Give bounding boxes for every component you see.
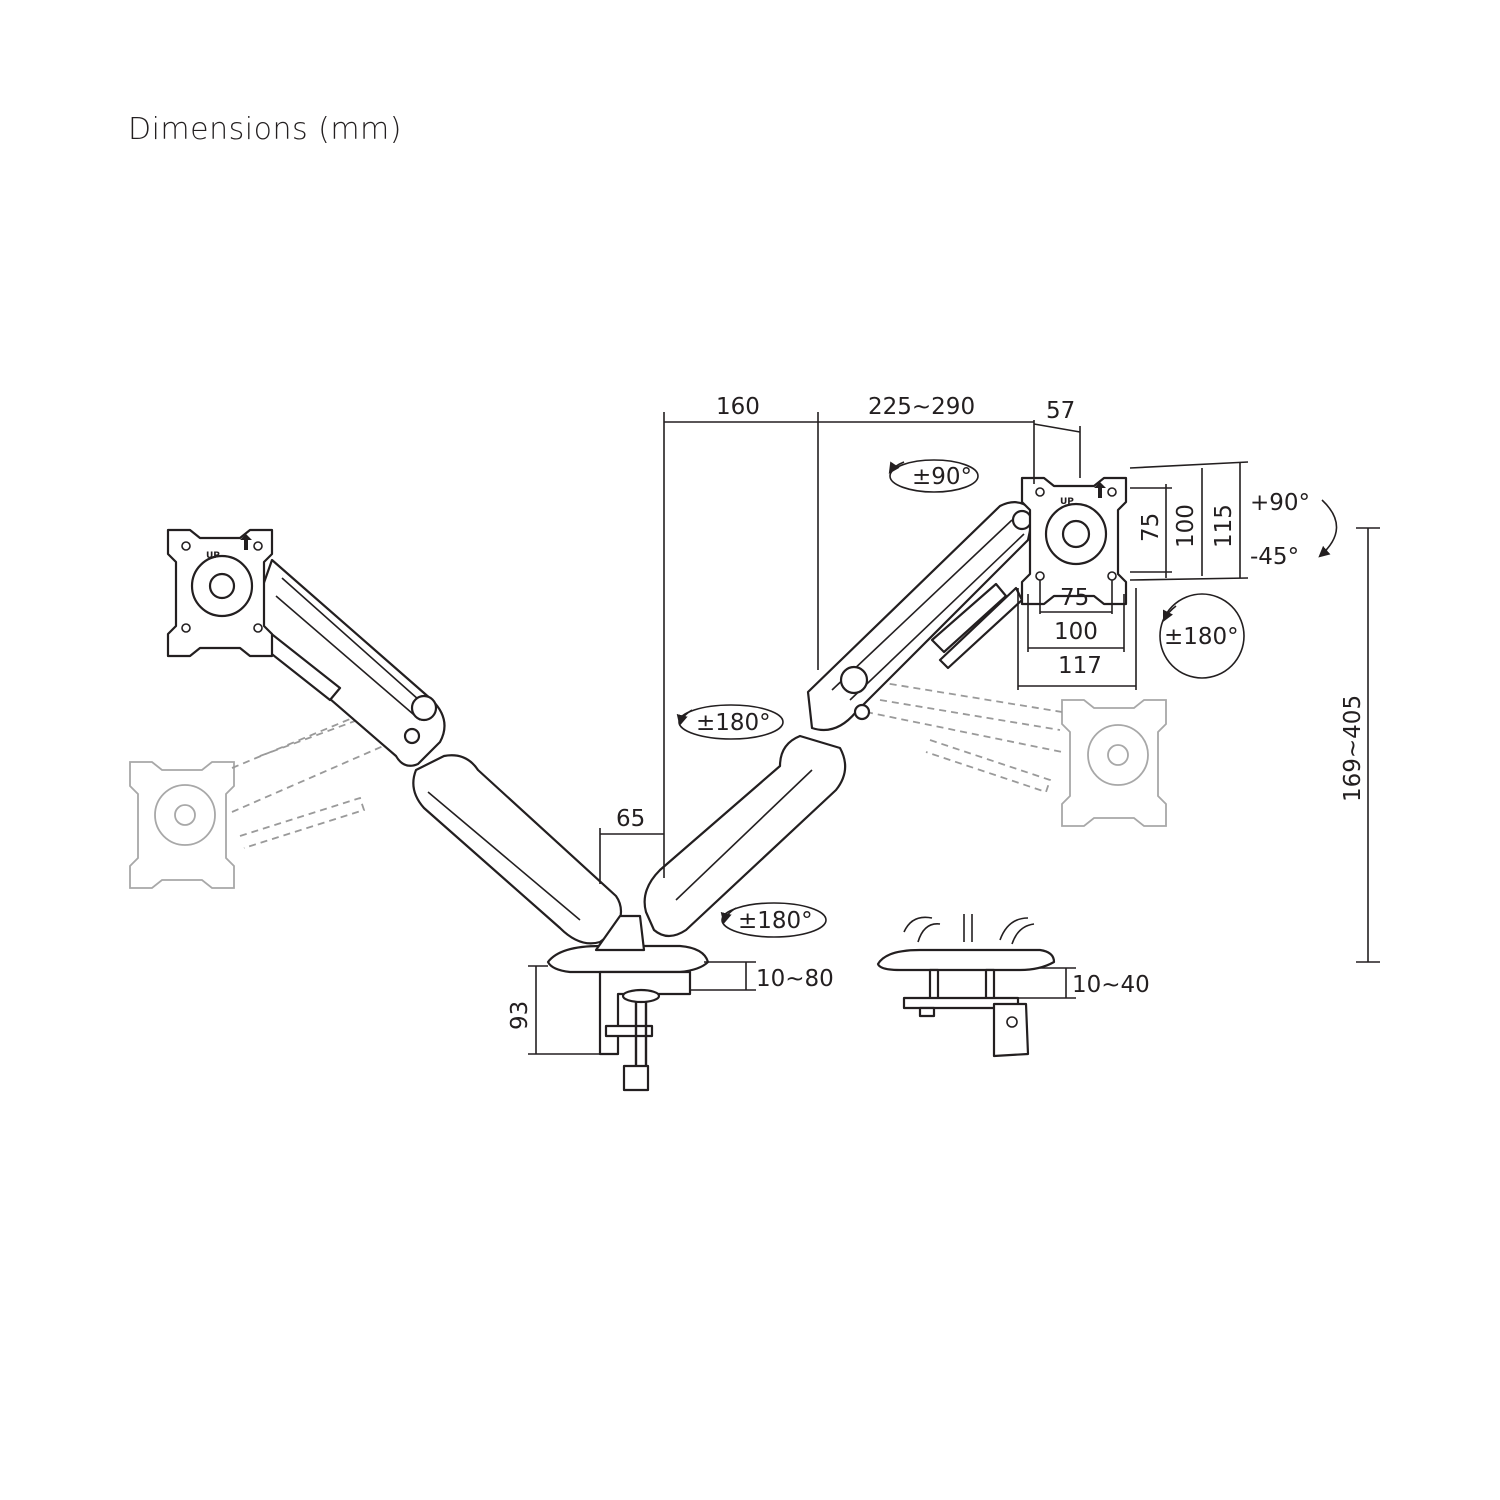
plate-up-label-right: UP	[1060, 497, 1074, 507]
dimension-labels: 160 225~290 57 75 100 115 75 100 117 65 …	[507, 394, 1366, 1030]
up-arrow-icon	[240, 534, 252, 550]
dim-100-horizontal: 100	[1054, 619, 1098, 645]
tilt-down-label: -45°	[1250, 544, 1299, 570]
dim-65: 65	[616, 806, 645, 832]
rotate-arrow-icon	[888, 461, 905, 474]
dim-115-vertical: 115	[1211, 504, 1237, 548]
clamp-base	[546, 914, 710, 1092]
dim-169-405: 169~405	[1340, 695, 1366, 802]
left-vesa-plate: UP	[166, 528, 274, 658]
dim-117-horizontal: 117	[1058, 653, 1102, 679]
swivel-base-label: ±180°	[738, 908, 813, 934]
rotate-arrow-icon	[1162, 605, 1177, 623]
dim-225-290: 225~290	[868, 394, 975, 420]
rotate-arrow-icon	[676, 709, 693, 727]
tilt-up-label: +90°	[1250, 490, 1310, 516]
page-title: Dimensions (mm)	[128, 112, 402, 147]
up-arrow-icon	[1094, 482, 1106, 498]
dim-57: 57	[1046, 398, 1075, 424]
plate-up-label: UP	[206, 551, 220, 561]
dim-100-vertical: 100	[1173, 504, 1199, 548]
right-arm	[643, 501, 1036, 938]
left-arm	[246, 558, 623, 945]
rotation-arrows	[676, 459, 1338, 938]
grommet-detail	[876, 914, 1056, 1058]
swivel-head-label: ±180°	[1164, 624, 1239, 650]
rotation-plate-label: ±90°	[912, 464, 972, 490]
dim-160: 160	[716, 394, 760, 420]
dim-75-horizontal: 75	[1060, 585, 1089, 611]
ghost-right-arm	[865, 679, 1167, 827]
dim-10-80: 10~80	[756, 966, 834, 992]
dimension-lines	[528, 412, 1380, 1055]
rotate-arrow-icon	[720, 907, 737, 925]
right-vesa-plate: UP	[1020, 476, 1128, 606]
swivel-arm-label: ±180°	[696, 710, 771, 736]
ghost-left-arm	[129, 689, 421, 889]
dim-93: 93	[507, 1001, 533, 1030]
dim-75-vertical: 75	[1138, 513, 1164, 542]
dim-10-40: 10~40	[1072, 972, 1150, 998]
